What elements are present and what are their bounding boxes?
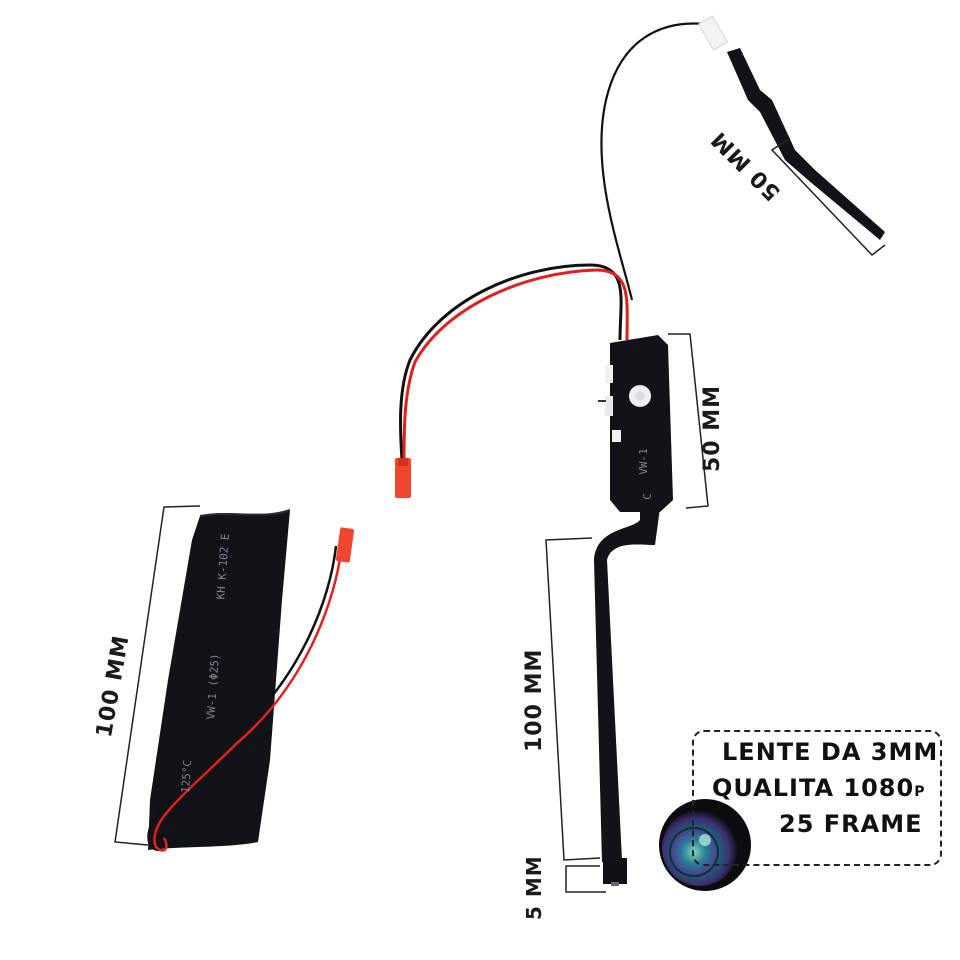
board-print-bottom: C [640, 493, 654, 500]
camera-head [603, 858, 627, 886]
ribbon-dimension-bracket [545, 537, 601, 861]
lens-illustration [659, 799, 751, 891]
battery-wires [147, 545, 344, 852]
board-dimension-bracket [668, 333, 709, 509]
ribbon-cable [594, 508, 660, 862]
callout-framerate: 25 FRAME [779, 810, 923, 838]
battery-pack [148, 509, 291, 850]
lens-head-dimension-label: 5 MM [522, 855, 546, 920]
battery-print-low: 125°C [178, 759, 195, 794]
callout-quality-suffix: P [914, 784, 926, 800]
callout-quality-text: QUALITA 1080 [712, 774, 915, 802]
board-print: VW-1 [636, 448, 650, 475]
power-lead [398, 263, 629, 461]
battery-dimension-bracket [114, 505, 201, 846]
lens-spec-callout: LENTE DA 3MM QUALITA 1080P 25 FRAME [692, 730, 942, 866]
callout-lens-size: LENTE DA 3MM [722, 738, 939, 766]
antenna-dimension-bracket [770, 137, 886, 257]
board-dimension-label: 50 MM [700, 384, 725, 472]
battery-connector [335, 527, 355, 563]
lens-head-dimension-bracket [565, 865, 606, 893]
ribbon-dimension-label: 100 MM [522, 648, 547, 752]
callout-quality: QUALITA 1080P [712, 774, 925, 802]
antenna [600, 15, 885, 301]
power-connector [395, 458, 411, 498]
control-board [598, 335, 673, 512]
